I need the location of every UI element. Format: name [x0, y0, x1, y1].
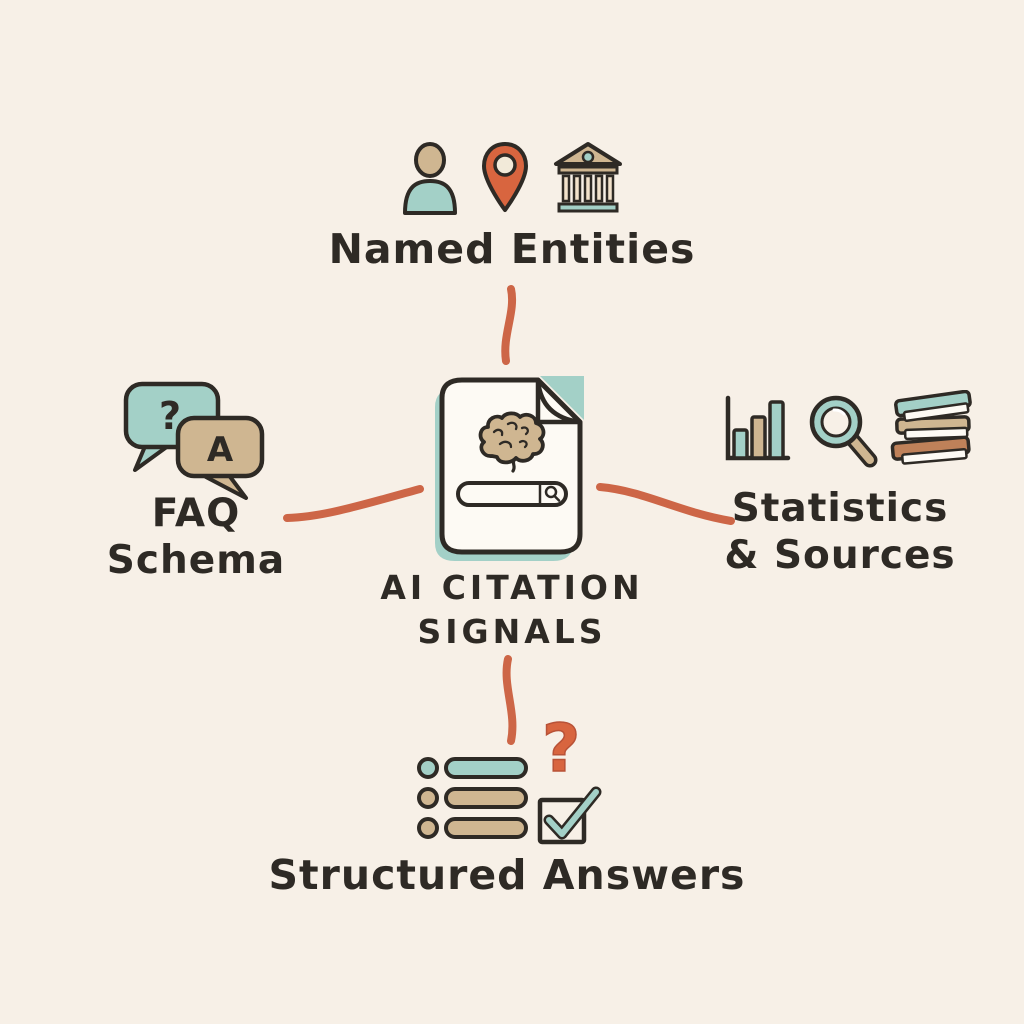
- person-icon: [403, 142, 457, 215]
- statistics-sources-label-line1: Statistics: [731, 486, 949, 531]
- search-bar-icon: [456, 481, 568, 507]
- document-icon: [435, 376, 584, 561]
- checked-checkbox-icon: [537, 786, 602, 845]
- central-title-line2: SIGNALS: [417, 611, 607, 651]
- document-page: [439, 377, 583, 555]
- question-glyph: ?: [159, 394, 181, 438]
- question-mark-icon: ?: [541, 710, 581, 787]
- statistics-sources-label-line2: & Sources: [724, 532, 956, 578]
- connector-top: [501, 285, 517, 365]
- folded-corner-icon: [535, 377, 583, 425]
- location-pin-icon: [482, 142, 528, 212]
- checklist-icon: [417, 757, 528, 839]
- structured-answers-label: Structured Answers: [268, 851, 746, 899]
- institution-building-icon: [554, 142, 622, 213]
- fold-back: [540, 376, 584, 420]
- brain-icon: [478, 411, 546, 473]
- named-entities-icon-row: [0, 140, 1024, 218]
- statistics-sources-icon-row: [716, 390, 976, 472]
- book-bottom: [890, 435, 971, 465]
- answer-bubble-icon: [175, 415, 265, 479]
- faq-bubbles-icon: ? A: [123, 381, 265, 500]
- faq-schema-label-line1: FAQ: [151, 491, 241, 536]
- faq-schema-label: FAQ Schema: [60, 491, 332, 585]
- book-top: [894, 390, 972, 423]
- statistics-sources-label: Statistics & Sources: [714, 486, 966, 580]
- central-title-line1: AI CITATION: [380, 568, 644, 607]
- connector-bottom: [502, 655, 517, 745]
- central-title: AI CITATION SIGNALS: [0, 566, 1024, 653]
- answer-glyph: A: [207, 430, 234, 470]
- magnifying-glass-icon: [809, 395, 878, 468]
- bar-chart-icon: [725, 395, 791, 461]
- checkmark-icon: [546, 789, 599, 837]
- faq-schema-label-line2: Schema: [106, 537, 286, 583]
- search-glass-icon: [544, 485, 558, 499]
- named-entities-label: Named Entities: [328, 225, 696, 273]
- connector-right: [596, 483, 735, 525]
- book-stack-icon: [890, 390, 972, 465]
